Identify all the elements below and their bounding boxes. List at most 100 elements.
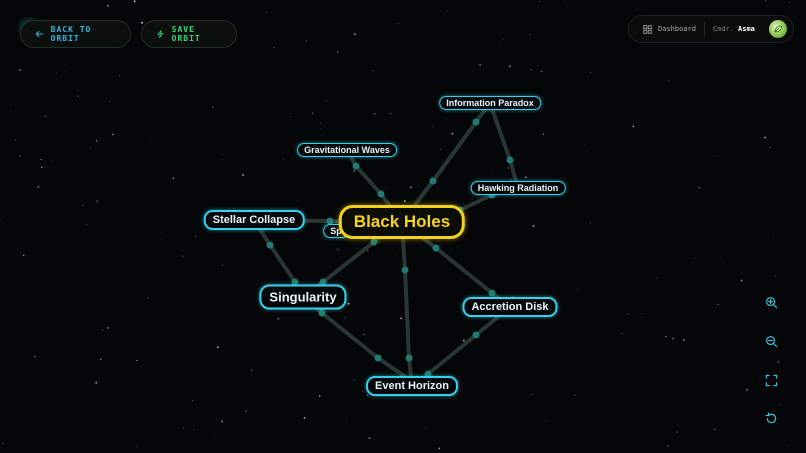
star xyxy=(211,106,214,109)
node-black-holes[interactable]: Black Holes xyxy=(338,205,466,239)
star xyxy=(540,70,543,73)
star xyxy=(101,329,104,331)
graph-edge xyxy=(488,101,520,190)
star xyxy=(366,394,369,396)
star xyxy=(512,296,514,298)
star xyxy=(99,358,102,361)
star xyxy=(337,51,339,53)
zoom-out-button[interactable] xyxy=(759,329,783,353)
star xyxy=(665,336,667,338)
star xyxy=(462,339,465,342)
zoom-out-icon xyxy=(765,335,777,347)
reset-icon xyxy=(765,412,776,423)
node-hawking-radiation[interactable]: Hawking Radiation xyxy=(470,181,566,195)
star xyxy=(532,225,535,227)
star xyxy=(182,427,184,429)
star xyxy=(507,167,509,169)
node-gravitational-waves[interactable]: Gravitational Waves xyxy=(297,143,397,157)
star xyxy=(524,176,527,179)
star xyxy=(400,317,402,320)
star xyxy=(199,218,201,220)
star xyxy=(740,279,743,282)
user-bar: Dashboard Cmdr. Asma xyxy=(628,15,794,43)
star xyxy=(181,255,184,257)
star xyxy=(764,136,767,139)
star xyxy=(779,404,781,406)
star xyxy=(345,416,347,418)
star xyxy=(531,393,533,395)
fullscreen-button[interactable] xyxy=(759,368,783,392)
node-information-paradox[interactable]: Information Paradox xyxy=(439,96,541,110)
star xyxy=(574,394,576,396)
node-accretion-disk[interactable]: Accretion Disk xyxy=(462,297,558,317)
commander-name: Asma xyxy=(738,25,755,33)
star xyxy=(37,186,40,188)
star xyxy=(667,445,669,447)
save-orbit-button[interactable]: SAVE ORBIT xyxy=(141,20,237,48)
star xyxy=(96,140,98,142)
star xyxy=(403,200,406,203)
star xyxy=(628,313,630,315)
star xyxy=(45,115,47,117)
star xyxy=(221,420,223,423)
star xyxy=(683,339,685,341)
avatar[interactable] xyxy=(769,20,787,38)
star xyxy=(499,44,500,46)
star xyxy=(320,121,322,124)
star xyxy=(107,327,109,329)
star xyxy=(277,318,279,320)
star xyxy=(384,187,386,189)
star xyxy=(77,95,79,98)
star xyxy=(672,337,674,340)
node-singularity[interactable]: Singularity xyxy=(259,284,347,310)
star xyxy=(149,137,151,139)
star xyxy=(90,148,92,149)
star xyxy=(363,334,365,336)
star xyxy=(621,332,623,335)
star xyxy=(40,158,42,160)
star xyxy=(337,248,339,251)
star xyxy=(432,125,434,127)
star xyxy=(221,159,224,161)
zoom-in-button[interactable] xyxy=(759,290,783,314)
graph-edge xyxy=(400,220,414,388)
star xyxy=(2,442,4,444)
star xyxy=(577,289,579,291)
star xyxy=(717,303,719,305)
graph-waypoint xyxy=(319,278,327,286)
star xyxy=(14,139,17,142)
star xyxy=(529,395,531,397)
graph-waypoint xyxy=(370,238,378,246)
star xyxy=(245,410,247,412)
node-stellar-collapse[interactable]: Stellar Collapse xyxy=(203,210,305,230)
star xyxy=(112,133,114,136)
star xyxy=(361,390,364,393)
star xyxy=(193,429,195,431)
reset-view-button[interactable] xyxy=(759,406,783,430)
star xyxy=(567,6,569,7)
star xyxy=(636,61,638,63)
star xyxy=(95,381,98,384)
star xyxy=(96,200,99,203)
star xyxy=(527,3,528,4)
star xyxy=(106,4,109,7)
star xyxy=(509,178,512,181)
star xyxy=(377,199,379,201)
star xyxy=(542,133,545,135)
star xyxy=(347,302,350,305)
back-to-orbit-button[interactable]: BACK TO ORBIT xyxy=(20,20,131,48)
graph-waypoint xyxy=(488,289,496,297)
graph-waypoint xyxy=(318,309,326,317)
dashboard-link[interactable]: Dashboard xyxy=(643,24,696,34)
star xyxy=(583,144,585,146)
arrow-left-icon xyxy=(35,30,44,38)
star xyxy=(632,125,635,128)
node-event-horizon[interactable]: Event Horizon xyxy=(366,376,458,396)
star xyxy=(318,395,321,397)
star xyxy=(471,199,473,201)
star xyxy=(769,146,771,148)
star xyxy=(19,155,21,157)
star xyxy=(589,222,591,224)
star xyxy=(108,100,111,103)
star xyxy=(777,360,780,363)
